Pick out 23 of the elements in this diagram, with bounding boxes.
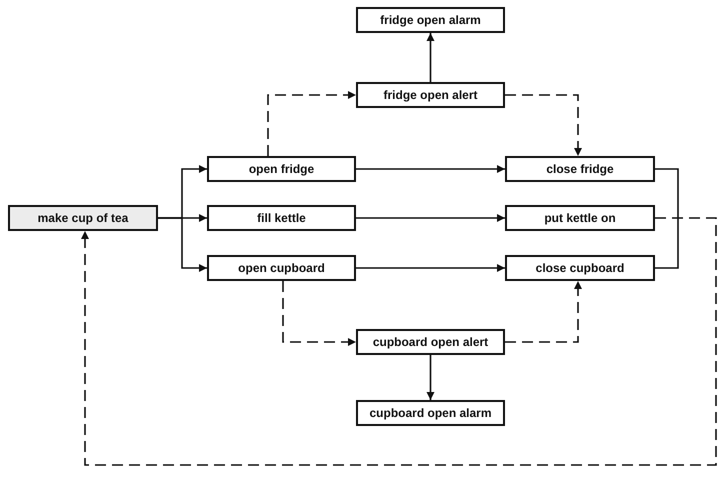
arrow — [426, 355, 434, 400]
process-box: close fridge — [505, 156, 655, 182]
process-box: close cupboard — [505, 255, 655, 281]
process-box: open fridge — [207, 156, 356, 182]
arrow — [505, 94, 582, 156]
process-box: fridge open alert — [356, 82, 505, 108]
process-box: cupboard open alarm — [356, 400, 505, 426]
arrow — [158, 217, 207, 272]
arrow — [267, 91, 356, 156]
process-box: fridge open alarm — [356, 7, 505, 33]
arrow — [356, 264, 505, 272]
process-box: open cupboard — [207, 255, 356, 281]
process-box: make cup of tea — [8, 205, 158, 231]
arrow — [505, 281, 582, 343]
arrow — [282, 281, 356, 346]
arrow — [81, 217, 717, 466]
process-box: cupboard open alert — [356, 329, 505, 355]
connector-line — [655, 168, 679, 269]
process-box: put kettle on — [505, 205, 655, 231]
arrow — [426, 33, 434, 82]
arrow — [356, 165, 505, 173]
process-box: fill kettle — [207, 205, 356, 231]
arrow — [356, 214, 505, 222]
